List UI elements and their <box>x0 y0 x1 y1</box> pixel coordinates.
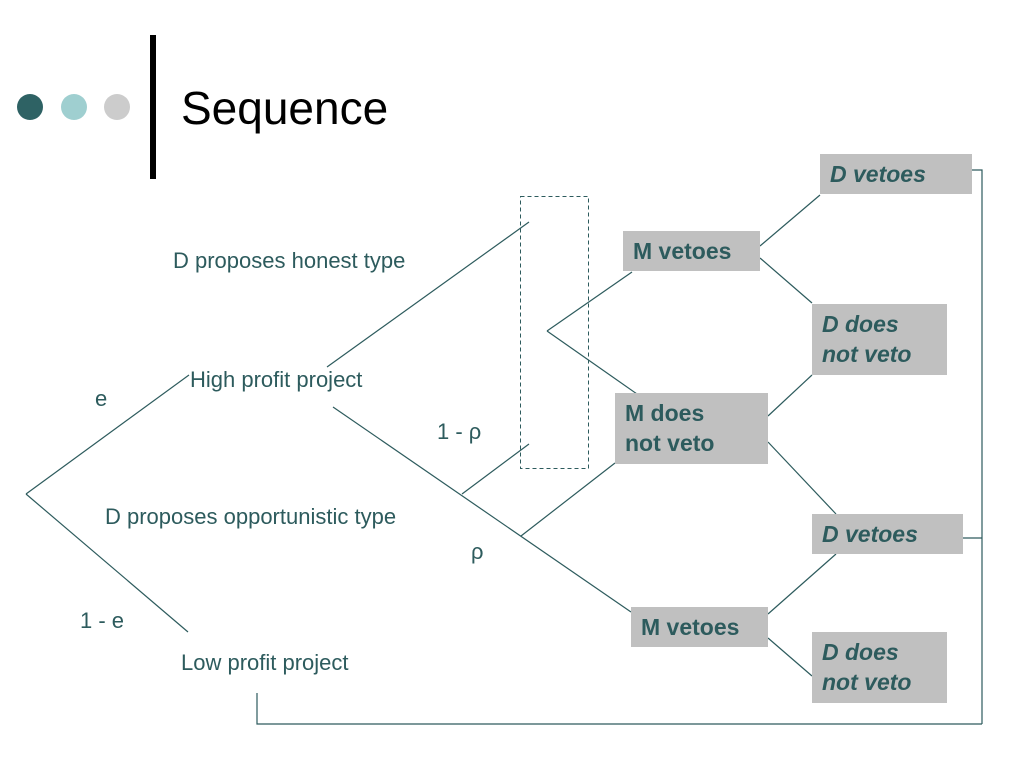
prob-label-e: e <box>95 386 108 411</box>
box-d-vetoes-1: D vetoes <box>820 154 972 194</box>
edge-infoset-to-m-not-veto <box>546 330 638 395</box>
title-divider <box>150 35 156 179</box>
slide-title: Sequence <box>181 82 389 134</box>
edge-m-not-veto-to-d-not-veto <box>767 374 813 417</box>
edge-root-to-high <box>25 374 190 495</box>
return-line-top <box>972 169 983 724</box>
edge-one-minus-rho <box>461 443 530 495</box>
box-line: D vetoes <box>830 161 926 187</box>
information-set-box <box>520 196 589 469</box>
box-line: D does <box>822 639 899 665</box>
box-line: not veto <box>625 430 715 456</box>
box-line: not veto <box>822 669 912 695</box>
edge-m-vetoes-top-to-d-vetoes <box>759 194 821 247</box>
box-d-does-not-veto-1: D does not veto <box>812 304 947 375</box>
node-label-opportunistic: D proposes opportunistic type <box>105 504 397 529</box>
node-label-honest: D proposes honest type <box>173 248 406 273</box>
edge-m-vetoes-bottom-to-d-not-veto <box>767 637 813 677</box>
prob-label-one-minus-e: 1 - e <box>80 608 125 633</box>
return-line-bottom <box>256 693 982 725</box>
edge-high-to-opportunistic <box>332 406 632 613</box>
box-d-does-not-veto-2: D does not veto <box>812 632 947 703</box>
header-dot-light <box>61 94 87 120</box>
prob-label-rho: ρ <box>471 539 484 564</box>
box-line: D vetoes <box>822 521 918 547</box>
edge-infoset-to-m-vetoes <box>546 271 633 332</box>
header-dot-grey <box>104 94 130 120</box>
edge-high-to-honest <box>326 221 530 368</box>
header-dot-dark <box>17 94 43 120</box>
box-line: M does <box>625 400 705 426</box>
prob-label-one-minus-rho: 1 - ρ <box>437 419 482 444</box>
box-line: D does <box>822 311 899 337</box>
edge-m-vetoes-top-to-d-not-veto <box>759 257 813 304</box>
box-line: not veto <box>822 341 912 367</box>
edge-m-not-veto-to-d-vetoes <box>767 441 837 515</box>
box-m-vetoes-top: M vetoes <box>623 231 760 271</box>
box-m-does-not-veto: M does not veto <box>615 393 768 464</box>
box-line: M vetoes <box>641 614 740 640</box>
edge-root-to-low <box>25 493 189 633</box>
box-m-vetoes-bottom: M vetoes <box>631 607 768 647</box>
node-label-high-profit: High profit project <box>190 367 363 392</box>
edge-rho-to-m-not-veto <box>520 462 616 537</box>
box-line: M vetoes <box>633 238 732 264</box>
edge-m-vetoes-bottom-to-d-vetoes <box>767 553 837 615</box>
node-label-low-profit: Low profit project <box>181 650 349 675</box>
box-d-vetoes-2: D vetoes <box>812 514 963 554</box>
